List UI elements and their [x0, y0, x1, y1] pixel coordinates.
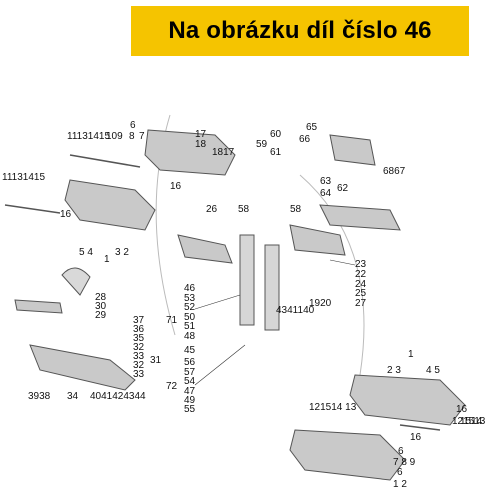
callout-label: 59: [256, 139, 268, 150]
leader-lines: [194, 259, 356, 386]
callout-label: 33: [133, 351, 145, 362]
callout-label: 31: [150, 355, 162, 366]
callout-label: 66: [299, 134, 311, 145]
callout-label: 65: [306, 122, 318, 133]
callout-label: 7 8 9: [393, 457, 416, 468]
callout-label: 60: [270, 129, 282, 140]
callout-label: 64: [320, 188, 332, 199]
callout-label: 36: [133, 324, 145, 335]
callout-label: 26: [206, 204, 218, 215]
disc-part: [61, 267, 91, 296]
callout-label: 63: [320, 176, 332, 187]
top-right-bracket: [329, 134, 376, 166]
callout-label: 18: [195, 139, 207, 150]
callout-label: 3938: [28, 391, 51, 402]
callout-label: 1: [104, 254, 110, 265]
banner-title: Na obrázku díl číslo 46: [168, 17, 432, 44]
callout-label: 1920: [309, 298, 332, 309]
left-shock: [14, 299, 63, 314]
bolt-group: [4, 154, 441, 431]
callout-label: 61: [270, 147, 282, 158]
lower-triple-clamp: [64, 179, 156, 231]
callout-label: 1 2: [393, 479, 407, 490]
callout-label: 56: [184, 357, 196, 368]
callout-label: 55: [184, 404, 196, 415]
callout-label: 121514 13: [309, 402, 357, 413]
callout-label: 37: [133, 315, 145, 326]
steering-tube: [264, 244, 280, 331]
callout-label: 6: [397, 467, 403, 478]
callout-label: 121513: [452, 416, 486, 427]
callout-label: 6: [130, 120, 136, 131]
lever-arm: [29, 344, 136, 391]
callout-label: 51: [184, 321, 196, 332]
callout-label: 7: [139, 131, 145, 142]
callout-label: 29: [95, 310, 107, 321]
callout-label: 62: [337, 183, 349, 194]
callout-label: 23: [355, 259, 367, 270]
callout-label: 2 3: [387, 365, 401, 376]
steering-stem: [239, 234, 255, 326]
callout-label: 32: [133, 342, 145, 353]
callout-label: 54: [184, 376, 196, 387]
callout-label: 8: [129, 131, 135, 142]
callout-label: 16: [410, 432, 422, 443]
callout-label: 35: [133, 333, 145, 344]
callout-label: 4 5: [426, 365, 440, 376]
callout-label: 34: [67, 391, 79, 402]
inset-upper-clamp: [349, 374, 466, 426]
callout-label: 11131415: [67, 131, 110, 142]
callout-label: 25: [355, 288, 367, 299]
inset-lower-clamp: [289, 429, 406, 481]
frame-curve: [299, 174, 365, 376]
callout-label: 6867: [383, 166, 406, 177]
callout-label: 47: [184, 386, 196, 397]
callout-label: 48: [184, 331, 196, 342]
callout-label: 5 4: [79, 247, 93, 258]
callout-label: 45: [184, 345, 196, 356]
callout-label: 4341140: [276, 305, 315, 316]
callout-label: 16: [60, 209, 72, 220]
callout-label: 72: [166, 381, 178, 392]
callout-label: 32: [133, 360, 145, 371]
callout-label: 1: [408, 349, 414, 360]
callout-label: 1514: [460, 416, 483, 427]
callout-label: 28: [95, 292, 107, 303]
callout-label: 27: [355, 298, 367, 309]
callout-label: 33: [133, 369, 145, 380]
callout-label: 11131415: [2, 172, 45, 183]
callout-label: 16: [170, 181, 182, 192]
right-clamp: [289, 224, 346, 256]
callout-label: 24: [355, 279, 367, 290]
callout-label: 16: [456, 404, 468, 415]
callout-label: 1817: [212, 147, 235, 158]
callout-label: 57: [184, 367, 196, 378]
upper-triple-clamp: [144, 129, 236, 176]
callout-label: 52: [184, 302, 196, 313]
callout-label: 30: [95, 301, 107, 312]
callout-label: 53: [184, 293, 196, 304]
callout-label: 58: [290, 204, 302, 215]
title-banner: Na obrázku díl číslo 46: [131, 6, 469, 56]
callout-label: 22: [355, 269, 367, 280]
callout-label: 46: [184, 283, 196, 294]
callout-label: 109: [106, 131, 123, 142]
callout-label: 58: [238, 204, 250, 215]
callout-label: 49: [184, 395, 196, 406]
right-upper-clamp: [319, 204, 401, 231]
callout-label: 3 2: [115, 247, 129, 258]
parts-diagram: 11131415 109 8 7 6 17 18 1817 60 59 61 6…: [2, 114, 486, 490]
callout-label: 4041424344: [90, 391, 146, 402]
callout-label: 17: [195, 129, 207, 140]
callout-label: 71: [166, 315, 178, 326]
callout-label: 6: [398, 446, 404, 457]
center-clamp: [177, 234, 233, 264]
callout-label: 50: [184, 312, 196, 323]
